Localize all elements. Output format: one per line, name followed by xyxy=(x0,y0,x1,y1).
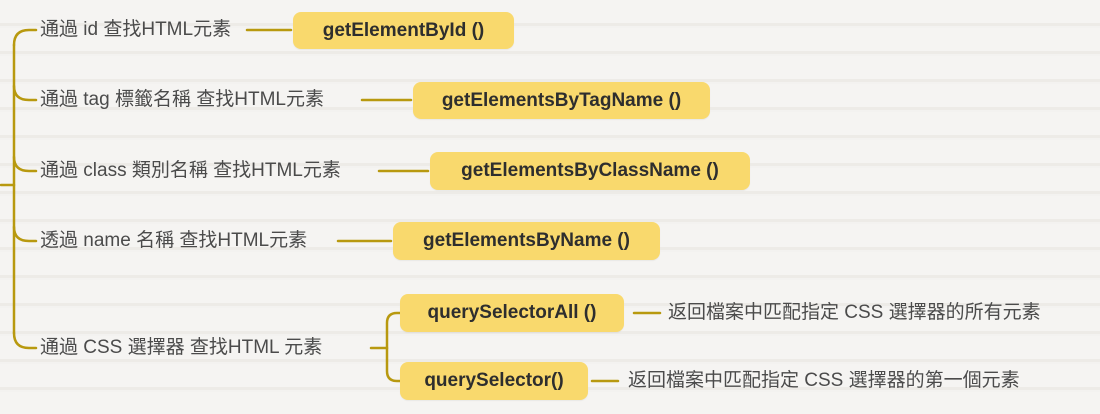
method-node-getelementsbyclassname[interactable]: getElementsByClassName () xyxy=(430,152,750,190)
method-node-queryselector[interactable]: querySelector() xyxy=(400,362,588,400)
method-node-getelementbyid[interactable]: getElementById () xyxy=(293,12,514,49)
split-bracket xyxy=(385,311,402,383)
branch-label-tag[interactable]: 通過 tag 標籤名稱 查找HTML元素 xyxy=(40,89,324,110)
method-node-getelementsbyname[interactable]: getElementsByName () xyxy=(393,222,660,260)
description-queryselectorall: 返回檔案中匹配指定 CSS 選擇器的所有元素 xyxy=(668,302,1041,323)
branch-label-css-selector[interactable]: 通過 CSS 選擇器 查找HTML 元素 xyxy=(40,337,323,358)
branch-label-id[interactable]: 通過 id 查找HTML元素 xyxy=(40,19,232,40)
branch-curve-3 xyxy=(12,155,38,173)
branch-curve-4 xyxy=(12,225,38,243)
branch-curve-2 xyxy=(12,84,38,102)
branch-label-name[interactable]: 透過 name 名稱 查找HTML元素 xyxy=(40,230,308,251)
method-node-getelementsbytagname[interactable]: getElementsByTagName () xyxy=(413,82,710,119)
branch-curve-1 xyxy=(12,28,38,47)
description-queryselector: 返回檔案中匹配指定 CSS 選擇器的第一個元素 xyxy=(628,370,1020,391)
method-node-queryselectorall[interactable]: querySelectorAll () xyxy=(400,294,624,332)
branch-curve-5 xyxy=(12,331,38,350)
branch-label-class[interactable]: 通過 class 類別名稱 查找HTML元素 xyxy=(40,160,341,181)
